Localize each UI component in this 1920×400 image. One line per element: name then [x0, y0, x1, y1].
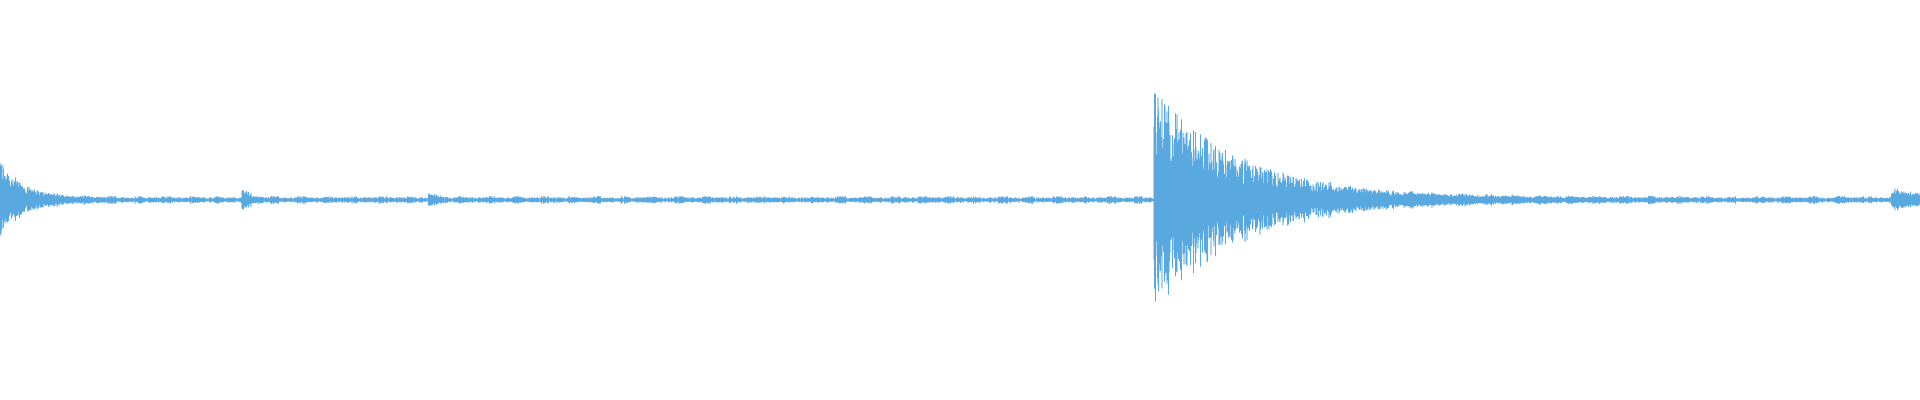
waveform-trace	[0, 93, 1920, 302]
